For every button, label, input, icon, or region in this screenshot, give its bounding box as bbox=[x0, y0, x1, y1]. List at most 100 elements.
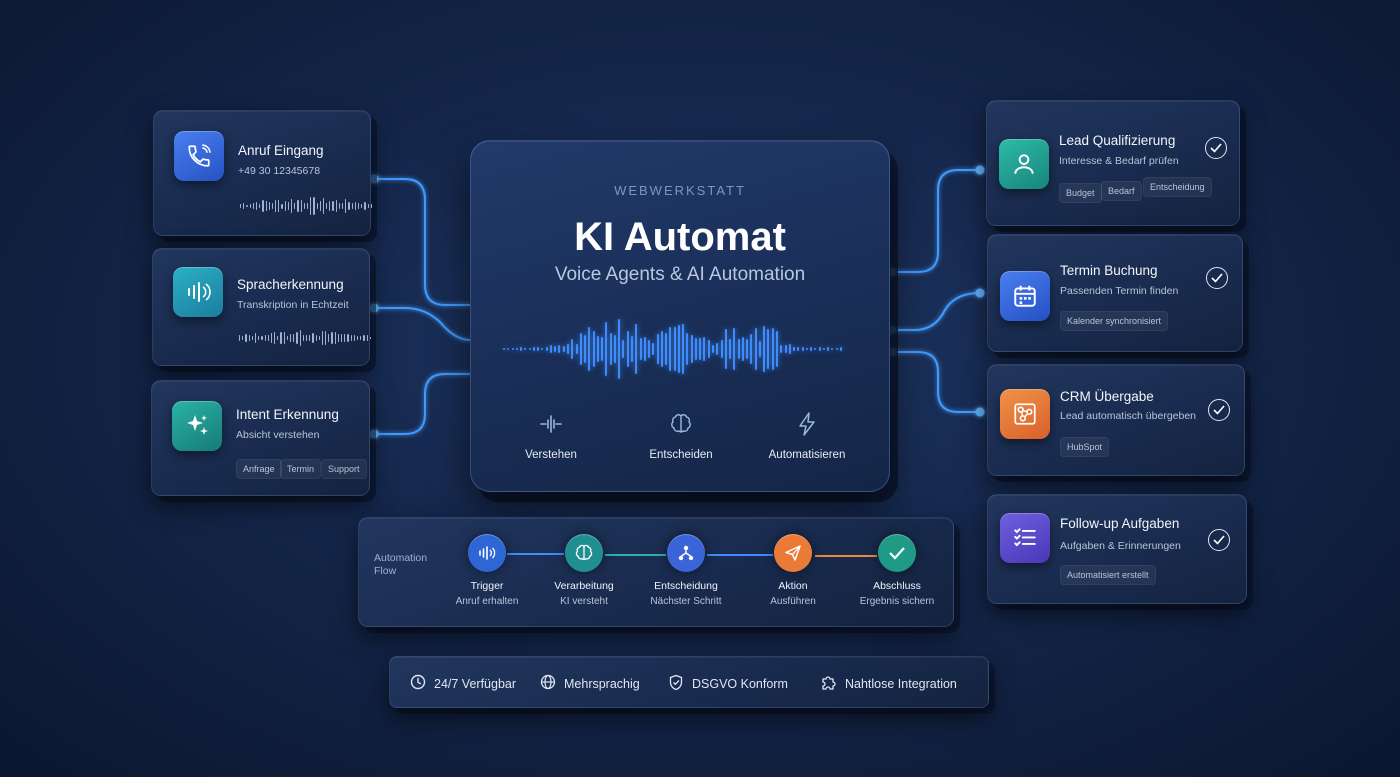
wave-bar bbox=[677, 324, 680, 374]
card-spracherkennung[interactable]: Spracherkennung Transkription in Echtzei… bbox=[152, 248, 371, 366]
connector-speech bbox=[374, 307, 471, 341]
wave-bar bbox=[312, 333, 314, 343]
connector-lead bbox=[890, 169, 980, 273]
wave-bar bbox=[305, 335, 308, 341]
wave-bar bbox=[784, 344, 787, 354]
step-subtitle: Nächster Schritt bbox=[650, 596, 722, 607]
wave-bar bbox=[699, 337, 702, 360]
wave-bar bbox=[290, 334, 292, 342]
wave-bar bbox=[746, 338, 749, 360]
wave-bar bbox=[240, 203, 242, 209]
wave-bar bbox=[626, 331, 629, 367]
card-termin-buchung[interactable]: Termin Buchung Passenden Termin finden K… bbox=[987, 234, 1243, 352]
wave-bar bbox=[342, 203, 344, 209]
wave-bar bbox=[503, 348, 505, 350]
wave-bar bbox=[239, 335, 241, 341]
wave-bar bbox=[613, 335, 616, 363]
wave-bar bbox=[694, 337, 697, 361]
wave-bar bbox=[356, 335, 359, 341]
sparkle-icon bbox=[172, 401, 222, 451]
wave-bar bbox=[754, 327, 757, 371]
brain-icon bbox=[565, 534, 603, 572]
wave-bar bbox=[537, 346, 540, 352]
wave-bar bbox=[255, 202, 258, 210]
card-intent-erkennung[interactable]: Intent Erkennung Absicht verstehen Anfra… bbox=[151, 380, 370, 496]
feature-integration: Nahtlose Integration bbox=[820, 674, 957, 694]
wave-bar bbox=[264, 334, 266, 342]
wave-bar bbox=[283, 332, 285, 344]
wave-bar bbox=[354, 202, 356, 210]
wave-bar bbox=[605, 322, 608, 376]
wave-bar bbox=[707, 339, 710, 359]
wave-bar bbox=[277, 335, 279, 341]
wave-bar bbox=[686, 332, 689, 366]
wave-bar bbox=[660, 330, 663, 368]
center-panel: WEBWERKSTATT KI Automat Voice Agents & A… bbox=[470, 140, 890, 492]
bottom-item-label: DSGVO Konform bbox=[692, 677, 788, 691]
phone-number: +49 30 12345678 bbox=[238, 165, 321, 177]
wave-bar bbox=[350, 334, 352, 342]
wave-bar bbox=[763, 326, 766, 372]
flow-step-abschluss[interactable]: Abschluss Ergebnis sichern bbox=[849, 534, 945, 607]
wave-bar bbox=[347, 334, 349, 342]
flow-step-entscheidung[interactable]: Entscheidung Nächster Schritt bbox=[638, 534, 734, 607]
wave-bar bbox=[319, 200, 321, 212]
card-subtitle: Lead automatisch übergeben bbox=[1060, 410, 1197, 422]
feature-label: Automatisieren bbox=[768, 449, 846, 461]
lightning-icon bbox=[747, 411, 867, 437]
wave-bar bbox=[268, 202, 270, 210]
voice-icon bbox=[173, 267, 223, 317]
user-icon bbox=[999, 139, 1049, 189]
card-anruf-eingang[interactable]: Anruf Eingang +49 30 12345678 bbox=[153, 110, 372, 236]
wave-bar bbox=[259, 204, 261, 208]
wave-bar bbox=[325, 331, 327, 345]
check-icon bbox=[1208, 529, 1230, 551]
card-subtitle: Absicht verstehen bbox=[236, 429, 320, 441]
send-icon bbox=[774, 534, 812, 572]
card-follow-up[interactable]: Follow-up Aufgaben Aufgaben & Erinnerung… bbox=[987, 494, 1247, 604]
flow-step-verarbeitung[interactable]: Verarbeitung KI versteht bbox=[536, 534, 632, 607]
wave-bar bbox=[351, 203, 353, 209]
tag-anfrage: Anfrage bbox=[236, 459, 282, 479]
step-title: Entscheidung bbox=[654, 580, 718, 592]
wave-bar bbox=[309, 335, 311, 341]
wave-bar bbox=[618, 319, 621, 379]
globe-icon bbox=[540, 674, 556, 693]
bottom-item-label: 24/7 Verfügbar bbox=[434, 676, 517, 691]
flow-step-aktion[interactable]: Aktion Ausführen bbox=[745, 534, 841, 607]
wave-bar bbox=[720, 339, 723, 359]
wave-bar bbox=[302, 335, 304, 341]
card-lead-qualifizierung[interactable]: Lead Qualifizierung Interesse & Bedarf p… bbox=[986, 100, 1240, 226]
wave-bar bbox=[258, 335, 260, 341]
flow-step-trigger[interactable]: Trigger Anruf erhalten bbox=[439, 534, 535, 607]
check-icon bbox=[1208, 399, 1230, 421]
wave-bar bbox=[353, 335, 355, 341]
wave-bar bbox=[275, 199, 277, 213]
wave-bar bbox=[818, 347, 821, 351]
wave-bar bbox=[270, 332, 273, 344]
wave-bar bbox=[357, 203, 360, 209]
wave-bar bbox=[528, 347, 531, 351]
card-crm-uebergabe[interactable]: CRM Übergabe Lead automatisch übergeben … bbox=[987, 364, 1245, 476]
center-waveform bbox=[503, 311, 843, 387]
wave-bar bbox=[303, 202, 305, 210]
wave-bar bbox=[366, 334, 368, 342]
wave-bar bbox=[596, 335, 599, 363]
wave-bar bbox=[835, 348, 838, 350]
wave-bar bbox=[630, 336, 633, 362]
wave-bar bbox=[712, 344, 715, 354]
wave-bar bbox=[335, 200, 337, 212]
shield-icon bbox=[668, 674, 684, 694]
wave-bar bbox=[344, 333, 346, 343]
wave-bar bbox=[360, 336, 362, 340]
wave-bar bbox=[839, 347, 842, 351]
wave-bar bbox=[524, 347, 527, 351]
wave-bar bbox=[558, 345, 561, 353]
wave-bar bbox=[364, 202, 366, 210]
step-subtitle: Ergebnis sichern bbox=[859, 596, 935, 607]
wave-bar bbox=[669, 326, 672, 372]
wave-bar bbox=[652, 343, 655, 355]
wave-bar bbox=[737, 338, 740, 360]
wave-bar bbox=[520, 347, 523, 351]
wave-bar bbox=[566, 343, 569, 355]
